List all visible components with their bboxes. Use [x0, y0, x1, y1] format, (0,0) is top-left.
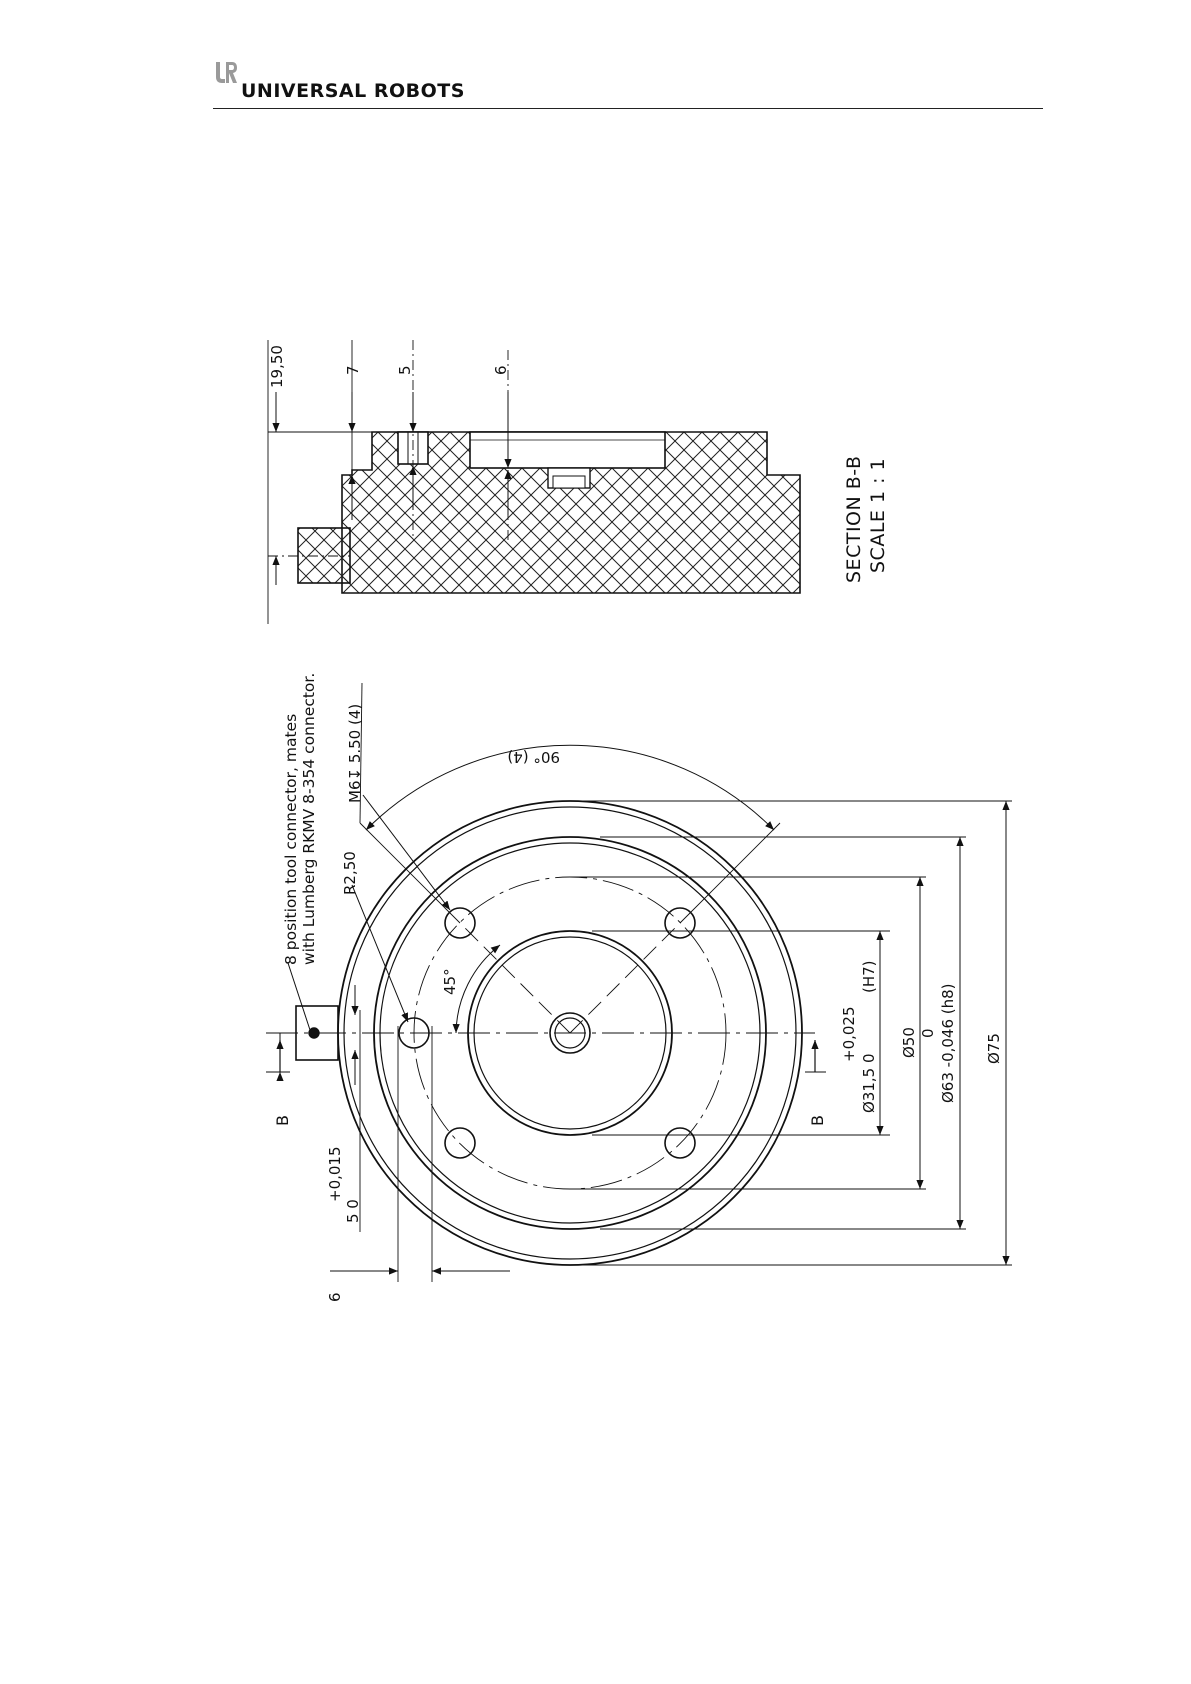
d75-dimension: Ø75	[985, 1033, 1003, 1064]
pin-tolerance-plus: +0,015	[326, 1146, 344, 1202]
dim-6: 6	[492, 365, 510, 375]
plan-view	[266, 683, 1012, 1282]
d31-dimension: Ø31,5 0	[860, 1053, 878, 1113]
central-pocket	[470, 432, 665, 468]
thread-note: M6↧ 5.50 (4)	[346, 704, 364, 803]
d63-zero: 0	[919, 1028, 937, 1038]
dim-7: 7	[344, 365, 362, 375]
d50-dimension: Ø50	[900, 1027, 918, 1058]
angle-90-arc	[366, 745, 774, 830]
section-view	[268, 340, 800, 624]
angle-90-label: 90° (4)	[507, 748, 560, 766]
d63-dimension: Ø63 -0,046 (h8)	[939, 983, 957, 1103]
section-scale: SCALE 1 : 1	[867, 458, 889, 573]
d31-tolerance-plus: +0,025	[840, 1006, 858, 1062]
connector-note-line1: 8 position tool connector, mates	[282, 714, 300, 965]
d31-fit: (H7)	[860, 960, 878, 993]
thread-leader	[363, 795, 450, 910]
connector-note-line2: with Lumberg RKMV 8-354 connector.	[300, 673, 318, 965]
dim-total-height: 19,50	[268, 345, 286, 388]
pin-tolerance-base: 5 0	[344, 1199, 362, 1223]
pin-offset-label: 6	[326, 1292, 344, 1302]
section-marker-left: B	[273, 1115, 292, 1126]
section-marker-right: B	[808, 1115, 827, 1126]
angle-45-label: 45°	[441, 968, 459, 995]
connector-boss	[298, 528, 350, 583]
connector-pin	[309, 1028, 319, 1038]
section-title: SECTION B-B	[843, 456, 865, 584]
radius-label: R2,50	[341, 851, 359, 895]
dim-5: 5	[396, 365, 414, 375]
